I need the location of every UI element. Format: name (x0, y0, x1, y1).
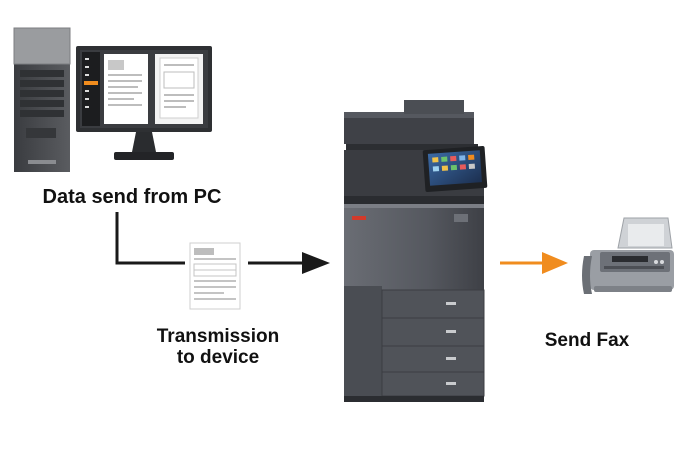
transmission-label-line1: Transmission (118, 326, 318, 348)
multifunction-printer-icon (344, 100, 487, 402)
fax-machine-icon (582, 218, 674, 294)
flow-arrow-device-to-fax (500, 252, 568, 274)
transmission-label-line2: to device (118, 347, 318, 369)
document-form-icon (190, 243, 240, 309)
pc-tower (14, 28, 70, 172)
pc-label: Data send from PC (0, 186, 264, 209)
send-fax-label: Send Fax (512, 330, 662, 352)
pc-monitor (76, 46, 212, 160)
pc-icon (14, 28, 212, 172)
